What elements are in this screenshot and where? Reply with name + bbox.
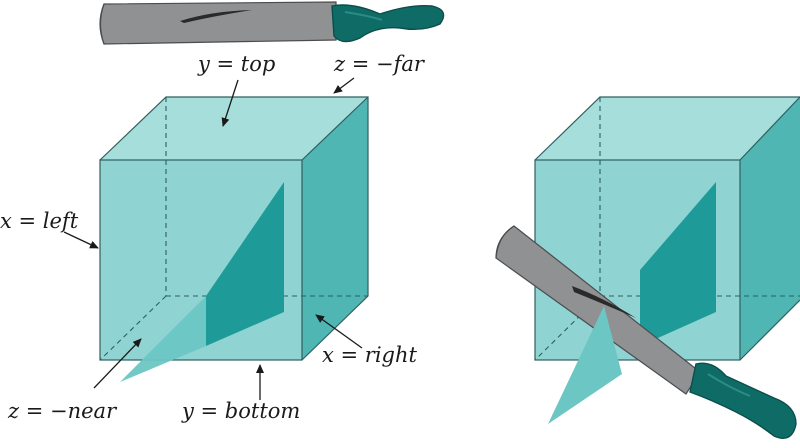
label-x-left: x = left bbox=[0, 209, 79, 233]
left-clipping-plane-dark bbox=[206, 182, 284, 346]
falling-clipped-piece bbox=[548, 306, 622, 424]
annotation-arrows bbox=[63, 77, 363, 400]
right-cube-side-face bbox=[740, 97, 800, 360]
label-y-top: y = top bbox=[197, 52, 275, 76]
diagonal-machete-icon bbox=[495, 225, 797, 439]
right-clipping-plane-dark bbox=[640, 182, 716, 346]
left-cube-side-face bbox=[302, 97, 368, 360]
right-cube bbox=[534, 96, 800, 361]
left-cube-top-face bbox=[100, 97, 368, 160]
right-cube-top-face bbox=[535, 97, 800, 160]
label-z-far: z = −far bbox=[333, 52, 426, 76]
left-cube bbox=[99, 96, 369, 382]
label-x-right: x = right bbox=[322, 343, 418, 367]
label-z-near: z = −near bbox=[7, 399, 118, 423]
left-clipping-plane-light bbox=[120, 296, 206, 382]
label-y-bottom: y = bottom bbox=[181, 399, 300, 423]
top-machete-icon bbox=[99, 1, 445, 45]
